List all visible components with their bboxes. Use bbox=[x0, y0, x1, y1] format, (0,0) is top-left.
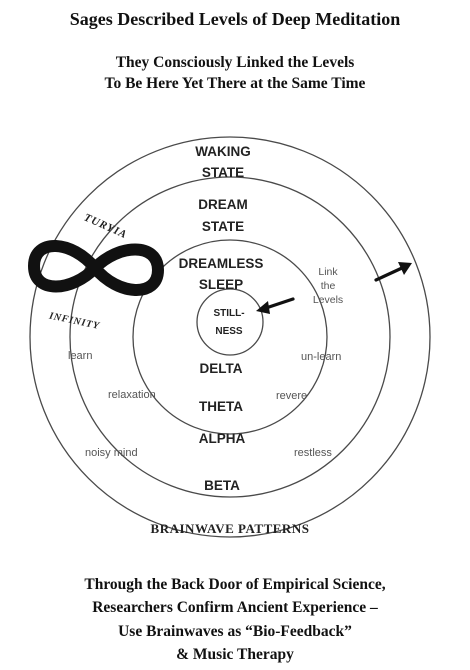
label-stillness: STILL- bbox=[213, 308, 244, 319]
label-dream: DREAM bbox=[198, 197, 248, 212]
arrow-outward-icon bbox=[374, 262, 412, 282]
footer-line-2: Researchers Confirm Ancient Experience – bbox=[92, 599, 378, 616]
subtitle-line-2: To Be Here Yet There at the Same Time bbox=[104, 75, 366, 92]
footer-line-1: Through the Back Door of Empirical Scien… bbox=[84, 576, 386, 593]
label-beta: BETA bbox=[204, 478, 240, 493]
label-restless: restless bbox=[294, 447, 332, 459]
label-waking: WAKING bbox=[195, 144, 251, 159]
label-theta: THETA bbox=[199, 399, 243, 414]
ring-dream-alpha bbox=[69, 176, 391, 498]
infinity-icon bbox=[28, 240, 164, 296]
ring-waking-beta bbox=[29, 136, 431, 538]
label-dreamless-sleep: SLEEP bbox=[199, 277, 243, 292]
page-title: Sages Described Levels of Deep Meditatio… bbox=[69, 9, 401, 29]
label-relaxation: relaxation bbox=[108, 389, 156, 401]
label-link-the: the bbox=[321, 280, 336, 292]
label-dream-state: STATE bbox=[202, 219, 244, 234]
label-delta: DELTA bbox=[200, 361, 243, 376]
label-un-learn: un-learn bbox=[301, 351, 341, 363]
label-learn: learn bbox=[68, 350, 92, 362]
label-link: Link bbox=[318, 266, 338, 278]
label-alpha: ALPHA bbox=[199, 431, 246, 446]
brainwave-diagram: WAKING STATE DREAM STATE DREAMLESS SLEEP… bbox=[28, 136, 431, 538]
footer-line-3: Use Brainwaves as “Bio-Feedback” bbox=[118, 623, 352, 640]
label-revere: revere bbox=[276, 390, 307, 402]
label-noisy-mind: noisy mind bbox=[85, 447, 138, 459]
arrow-inward-icon bbox=[256, 297, 295, 314]
ring-stillness-delta bbox=[196, 288, 264, 356]
label-waking-state: STATE bbox=[202, 165, 244, 180]
label-infinity: INFINITY bbox=[47, 310, 101, 332]
label-stillness-ness: NESS bbox=[215, 326, 243, 337]
footer-line-4: & Music Therapy bbox=[176, 646, 294, 663]
diagram-caption: BRAINWAVE PATTERNS bbox=[151, 521, 310, 536]
label-link-levels: Levels bbox=[313, 294, 343, 306]
ring-dreamless-theta bbox=[132, 239, 328, 435]
label-dreamless: DREAMLESS bbox=[179, 256, 264, 271]
subtitle-line-1: They Consciously Linked the Levels bbox=[115, 54, 355, 71]
